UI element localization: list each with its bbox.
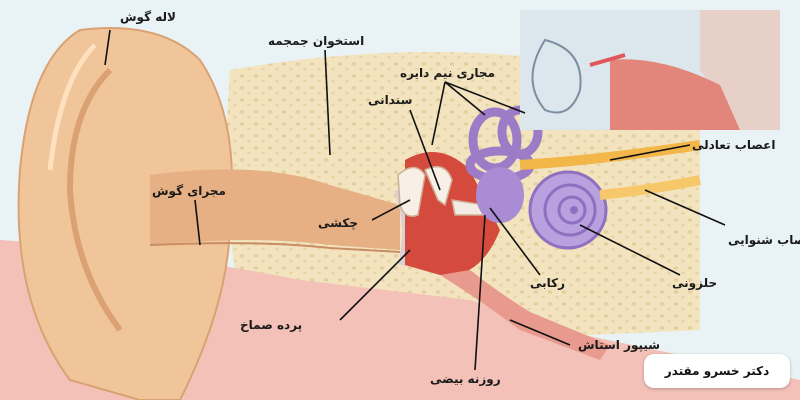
vestibule-shape xyxy=(476,167,524,223)
label-eardrum: پرده صماخ xyxy=(240,318,303,332)
ear-canal-shape xyxy=(150,169,400,250)
watermark-badge: دکتر خسرو مقتدر xyxy=(644,354,790,388)
label-ear-canal: مجرای گوش xyxy=(152,184,226,198)
label-cochlear-nerve: اعصاب شنوایی xyxy=(728,233,800,247)
ear-canal-floor xyxy=(149,242,401,253)
inset-head-view xyxy=(520,10,780,130)
leader-lines xyxy=(104,29,726,371)
cochlear-nerve-shape xyxy=(599,175,701,200)
label-oval-window: روزنه بیضی xyxy=(430,372,501,386)
label-cochlea: حلزونی xyxy=(672,276,718,290)
middle-ear-cavity xyxy=(405,152,500,276)
label-auricle: لاله گوش xyxy=(120,10,176,24)
label-eustachian-tube: شیپور استاش xyxy=(578,338,661,352)
auricle-shape xyxy=(17,27,233,400)
label-stapes: رکابی xyxy=(530,276,566,290)
cochlea-shape xyxy=(528,170,608,250)
label-malleus: چکشی xyxy=(318,216,358,230)
label-vestibular-nerve: اعصاب تعادلی xyxy=(692,138,776,152)
vestibular-nerve-shape xyxy=(519,140,701,170)
watermark-text: دکتر خسرو مقتدر xyxy=(664,364,770,378)
auricle-inner-fold xyxy=(66,67,123,332)
malleus-shape xyxy=(397,166,426,217)
label-semicircular-canals: مجاری نیم دایره xyxy=(400,66,495,80)
label-skull-bone: استخوان جمجمه xyxy=(268,34,365,48)
eustachian-tube-shape xyxy=(440,270,610,360)
label-incus: سندانی xyxy=(368,93,413,107)
auricle-rim xyxy=(47,43,97,171)
